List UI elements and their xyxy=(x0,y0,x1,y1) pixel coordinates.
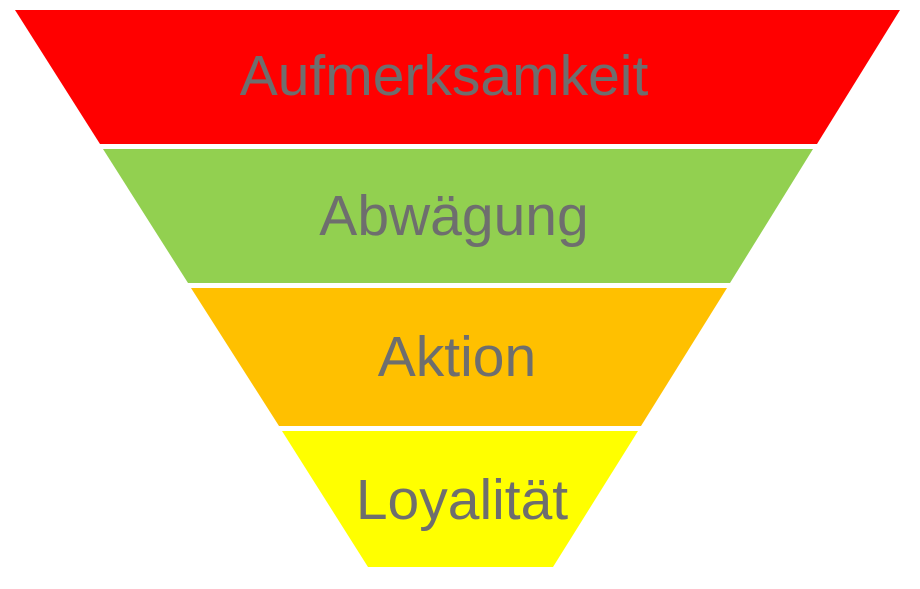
funnel-stage-aktion-shape xyxy=(191,288,727,426)
funnel-stage-loyalitaet-shape xyxy=(282,431,638,567)
funnel-stage-abwaegung-shape xyxy=(103,149,813,283)
funnel-stage-abwaegung-label: Abwägung xyxy=(319,184,588,248)
funnel-stage-aufmerksamkeit-shape xyxy=(15,10,900,144)
funnel-stage-aufmerksamkeit-label: Aufmerksamkeit xyxy=(240,44,649,108)
funnel-stage-aktion-label: Aktion xyxy=(378,325,536,389)
funnel-stage-loyalitaet-label: Loyalität xyxy=(356,468,568,532)
